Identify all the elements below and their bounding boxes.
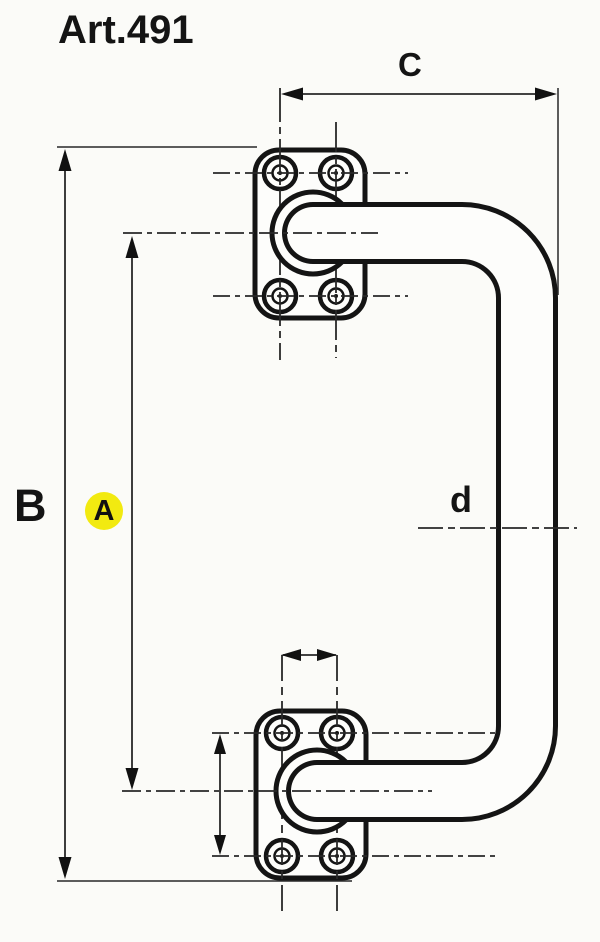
drawing-title: Art.491 (58, 8, 194, 52)
arrow-left-icon (281, 649, 301, 661)
dimension-lines (57, 88, 559, 882)
arrow-down-icon (125, 768, 139, 790)
dimension-label-b: B (14, 480, 47, 531)
arrow-up-icon (125, 236, 139, 258)
arrow-up-icon (58, 149, 72, 171)
arrow-down-icon (58, 857, 72, 879)
handle-tube (282, 202, 558, 822)
dimension-label-c: C (398, 46, 422, 83)
arrow-left-icon (281, 87, 303, 101)
dimension-label-d: d (450, 479, 472, 520)
arrow-up-icon (214, 734, 226, 754)
arrow-right-icon (535, 87, 557, 101)
dimension-arrows (58, 87, 557, 879)
dimension-label-a-highlight: A (85, 492, 123, 530)
arrow-right-icon (317, 649, 337, 661)
dimension-label-a: A (93, 494, 115, 527)
tube-centerlines (122, 232, 577, 792)
arrow-down-icon (214, 835, 226, 855)
